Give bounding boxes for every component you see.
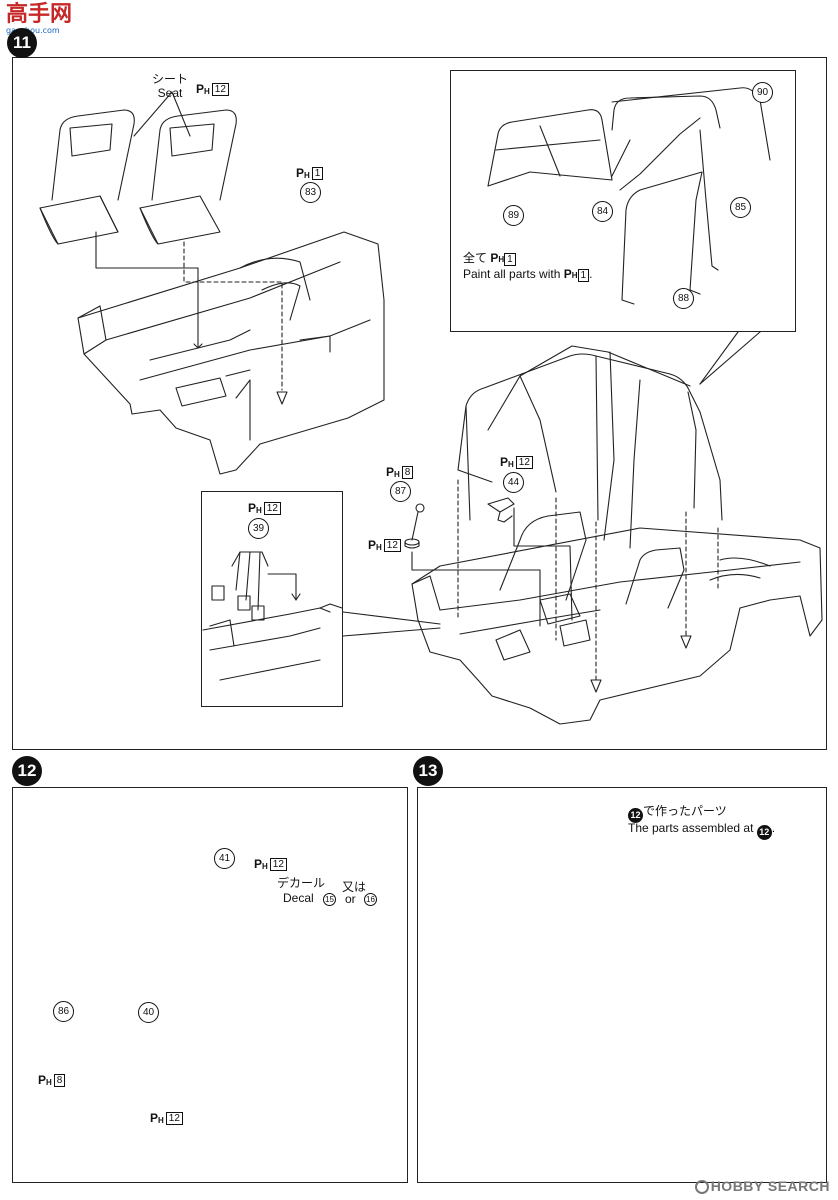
- part-85: 85: [730, 197, 751, 218]
- step-11-number: 11: [7, 28, 37, 58]
- watermark-brand: 高手网: [6, 2, 73, 27]
- part-84: 84: [592, 201, 613, 222]
- shifter-drawing: [404, 503, 425, 549]
- step13-note-en: The parts assembled at 12.: [628, 821, 775, 840]
- step-13-number: 13: [413, 756, 443, 786]
- seat-label-jp: シート: [151, 72, 188, 86]
- watermark-sub: gaoshou.com: [6, 26, 60, 35]
- decal-label-jp: デカール: [277, 876, 326, 890]
- part-88: 88: [673, 288, 694, 309]
- decal-label-en: Decal: [283, 891, 314, 905]
- decal-or-en: or: [345, 892, 356, 906]
- part-90: 90: [752, 82, 773, 103]
- part-89: 89: [503, 205, 524, 226]
- decal-or-jp: 又は: [342, 880, 367, 894]
- roll-cage-parts-drawing: [487, 87, 771, 305]
- part-39: 39: [248, 518, 269, 539]
- handbrake-drawing: [487, 497, 515, 523]
- assembled-cage-drawing: [457, 345, 723, 549]
- part-44: 44: [503, 472, 524, 493]
- part-83: 83: [300, 182, 321, 203]
- seat-label-en: Seat: [157, 86, 183, 100]
- step-12-panel: [12, 787, 408, 1183]
- decal-option-a: 15: [323, 889, 336, 906]
- part-86: 86: [53, 1001, 74, 1022]
- body-tub-with-cage-drawing: [411, 511, 823, 725]
- step-13-panel: [417, 787, 827, 1183]
- part-87: 87: [390, 481, 411, 502]
- pedal-box-drawing: [202, 551, 343, 681]
- part-40: 40: [138, 1002, 159, 1023]
- pedal-inset: [201, 491, 343, 707]
- decal-option-b: 16: [364, 889, 377, 906]
- body-tub-drawing: [77, 231, 385, 475]
- seat-left-drawing: [39, 109, 135, 245]
- part-41: 41: [214, 848, 235, 869]
- seat-right-drawing: [139, 109, 237, 245]
- hobby-search-logo: HOBBY SEARCH: [694, 1178, 830, 1194]
- step-12-number: 12: [12, 756, 42, 786]
- site-watermark-logo: 高手网 gaoshou.com: [6, 2, 73, 36]
